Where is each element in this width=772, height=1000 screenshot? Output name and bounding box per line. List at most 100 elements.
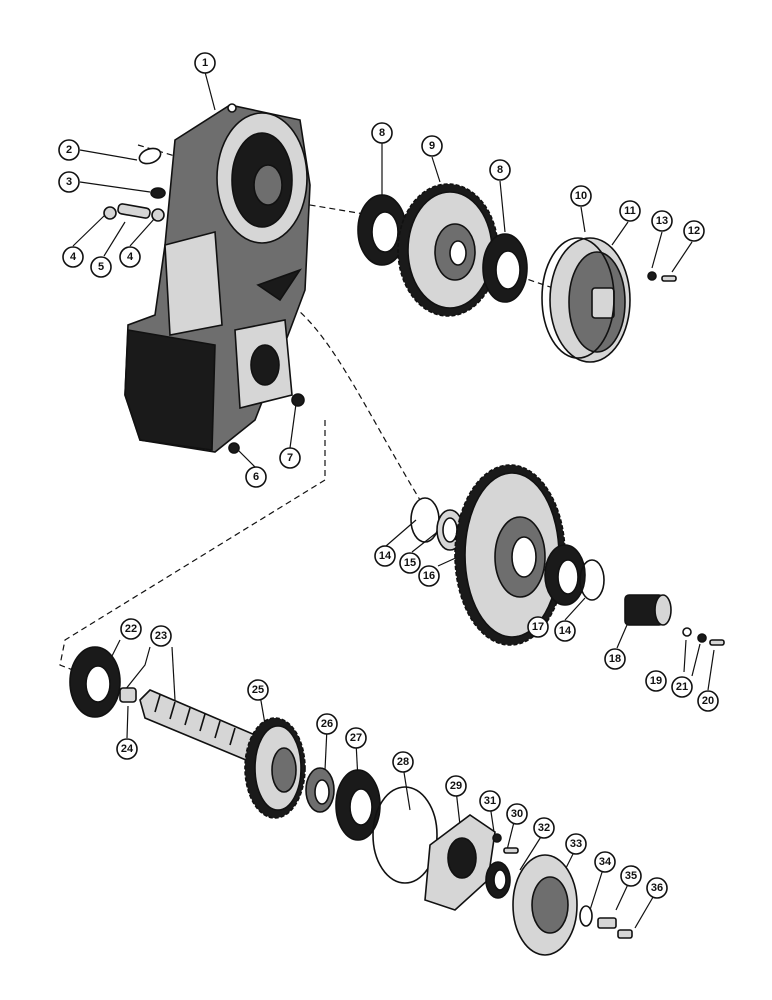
- bolt-part-36: [617, 929, 633, 939]
- svg-text:12: 12: [688, 225, 700, 237]
- housing-part-1: [124, 103, 311, 453]
- callout-23: 23: [150, 625, 172, 647]
- callout-13: 13: [651, 210, 673, 232]
- callout-8b: 8: [489, 159, 511, 181]
- svg-text:7: 7: [287, 452, 293, 464]
- bearing-race-part-26: [305, 767, 335, 813]
- callout-1: 1: [194, 52, 216, 74]
- callout-9: 9: [421, 135, 443, 157]
- callout-30: 30: [506, 803, 528, 825]
- cover-part-10: [549, 237, 631, 363]
- svg-text:14: 14: [379, 550, 392, 562]
- callout-3: 3: [58, 171, 80, 193]
- bolt-part-20: [709, 639, 725, 646]
- callout-18: 18: [604, 648, 626, 670]
- callout-7: 7: [279, 447, 301, 469]
- gasket-part-11: [541, 237, 615, 359]
- svg-text:26: 26: [321, 718, 333, 730]
- callout-4b: 4: [119, 246, 141, 268]
- gear-part-25: [244, 717, 306, 819]
- callout-11: 11: [619, 200, 641, 222]
- callout-14b: 14: [554, 620, 576, 642]
- svg-text:19: 19: [650, 675, 662, 687]
- callout-28: 28: [392, 751, 414, 773]
- svg-text:13: 13: [656, 215, 668, 227]
- plug-part-7: [291, 393, 305, 407]
- callout-6: 6: [245, 466, 267, 488]
- callout-16: 16: [418, 565, 440, 587]
- svg-text:14: 14: [559, 625, 572, 637]
- washer-part-21: [697, 633, 707, 643]
- callout-26: 26: [316, 713, 338, 735]
- callout-27: 27: [345, 727, 367, 749]
- bearing-part-8a: [357, 194, 407, 266]
- callout-21: 21: [671, 676, 693, 698]
- plug-part-3: [150, 187, 166, 199]
- washer-part-19: [682, 627, 692, 637]
- pin-part-5: [117, 203, 151, 219]
- washer-part-13: [647, 271, 657, 281]
- fitting-part-4b: [151, 208, 165, 222]
- bearing-part-8b: [482, 233, 528, 303]
- svg-text:21: 21: [676, 681, 688, 693]
- bearing-part-17: [544, 544, 586, 606]
- gasket-part-28: [372, 786, 438, 884]
- svg-text:11: 11: [624, 205, 636, 217]
- svg-text:32: 32: [538, 822, 550, 834]
- callout-12: 12: [683, 220, 705, 242]
- callout-8a: 8: [371, 122, 393, 144]
- leader-lines: [72, 71, 715, 929]
- callout-36: 36: [646, 877, 668, 899]
- hub-part-18: [624, 594, 672, 626]
- callout-10: 10: [570, 185, 592, 207]
- washer-part-31: [492, 833, 502, 843]
- callout-32: 32: [533, 817, 555, 839]
- gear-part-9: [397, 183, 499, 317]
- callout-19: 19: [645, 670, 667, 692]
- svg-text:4: 4: [127, 251, 134, 263]
- callout-29: 29: [445, 775, 467, 797]
- callout-15: 15: [399, 552, 421, 574]
- svg-text:8: 8: [497, 164, 503, 176]
- svg-text:35: 35: [625, 870, 637, 882]
- svg-text:20: 20: [702, 695, 714, 707]
- ring-part-2: [138, 147, 162, 165]
- svg-text:28: 28: [397, 756, 409, 768]
- callout-25: 25: [247, 679, 269, 701]
- svg-text:24: 24: [121, 743, 134, 755]
- svg-text:23: 23: [155, 630, 167, 642]
- flange-part-33: [512, 854, 578, 956]
- svg-text:6: 6: [253, 471, 259, 483]
- svg-text:10: 10: [575, 190, 587, 202]
- svg-text:29: 29: [450, 780, 462, 792]
- snap-ring-part-14b: [579, 559, 605, 601]
- callout-2: 2: [58, 139, 80, 161]
- callout-20: 20: [697, 690, 719, 712]
- svg-text:36: 36: [651, 882, 663, 894]
- svg-text:2: 2: [66, 144, 72, 156]
- svg-text:33: 33: [570, 838, 582, 850]
- svg-text:30: 30: [511, 808, 523, 820]
- bolt-part-30: [503, 847, 519, 854]
- callout-5: 5: [90, 256, 112, 278]
- seal-part-32: [485, 861, 511, 899]
- callout-17: 17: [527, 616, 549, 638]
- callout-14a: 14: [374, 545, 396, 567]
- svg-text:16: 16: [423, 570, 435, 582]
- bolt-part-12: [661, 275, 677, 282]
- svg-text:25: 25: [252, 684, 264, 696]
- svg-text:27: 27: [350, 732, 362, 744]
- callout-24: 24: [116, 738, 138, 760]
- gear-part-16: [454, 464, 566, 646]
- callout-34: 34: [594, 851, 616, 873]
- svg-text:22: 22: [125, 623, 137, 635]
- fitting-part-4a: [103, 206, 117, 220]
- svg-text:31: 31: [484, 795, 496, 807]
- svg-text:15: 15: [404, 557, 416, 569]
- washer-part-34: [579, 905, 593, 927]
- plate-part-35: [597, 917, 617, 929]
- bushing-part-24: [119, 687, 137, 703]
- svg-text:17: 17: [532, 621, 544, 633]
- callout-22: 22: [120, 618, 142, 640]
